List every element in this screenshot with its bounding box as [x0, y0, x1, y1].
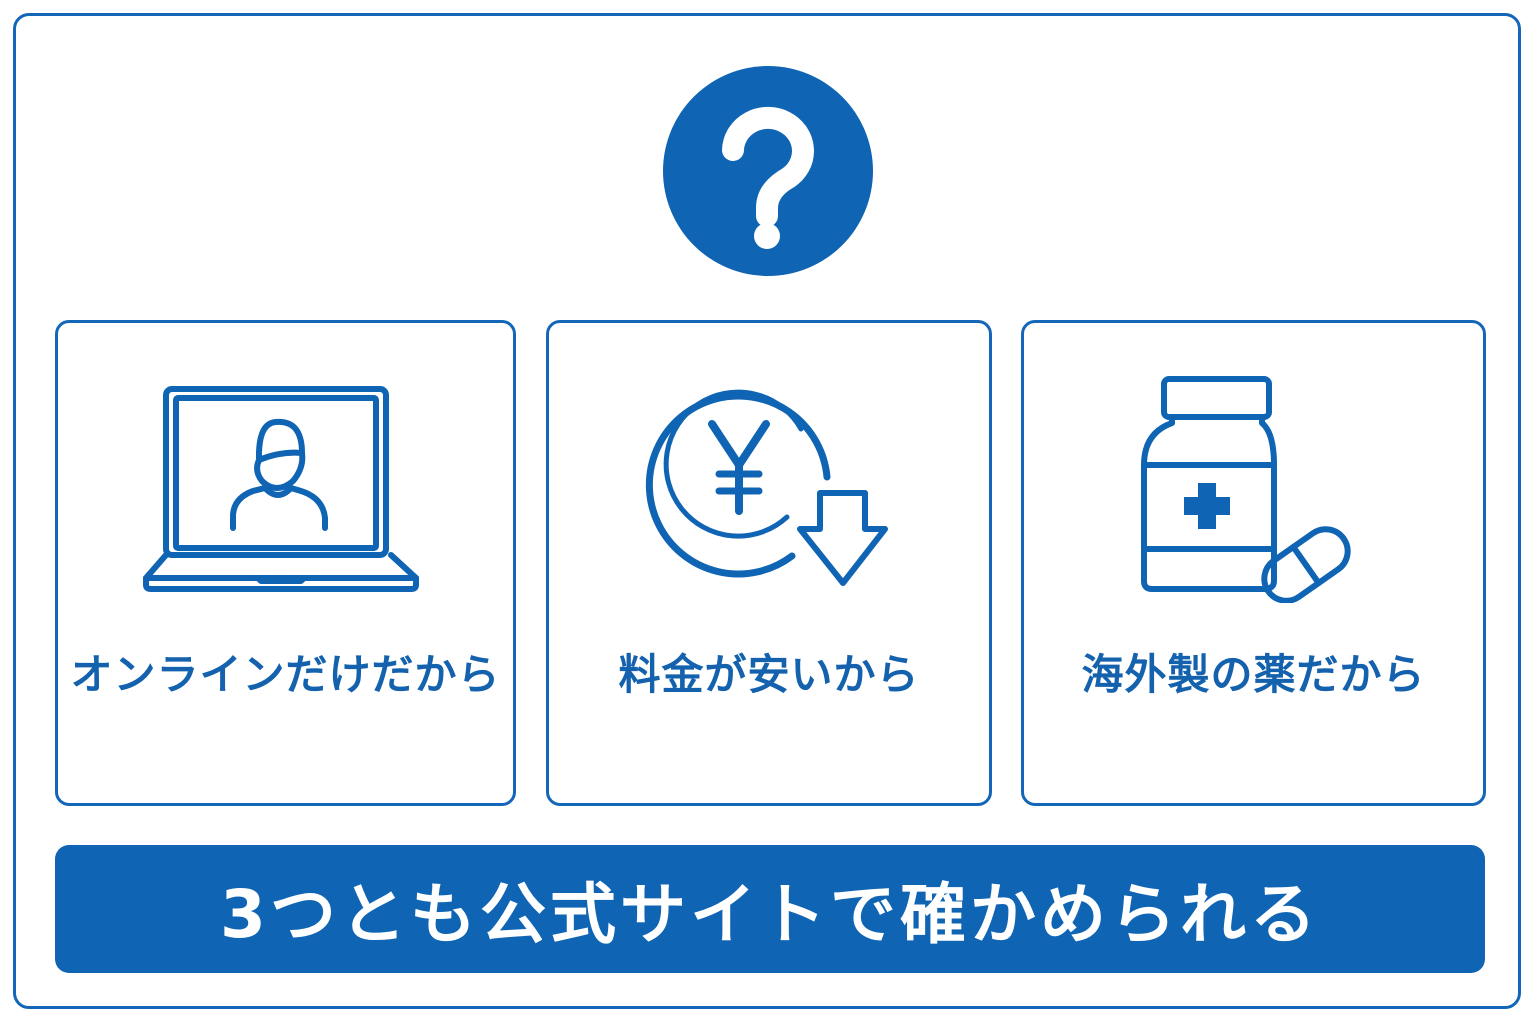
question-badge — [663, 66, 873, 276]
reason-card-online: オンラインだけだから — [55, 320, 516, 806]
card-label-online: オンラインだけだから — [70, 650, 501, 699]
question-mark-icon — [722, 106, 814, 249]
reason-card-price: 料金が安いから — [546, 320, 992, 806]
reason-card-foreign-medicine: 海外製の薬だから — [1021, 320, 1486, 806]
conclusion-banner: 3つとも公式サイトで確かめられる — [55, 845, 1485, 973]
card-label-price: 料金が安いから — [618, 650, 920, 699]
card-label-foreign-medicine: 海外製の薬だから — [1081, 650, 1426, 699]
medicine-bottle-capsule-icon — [1140, 376, 1351, 603]
yen-price-down-icon — [645, 389, 888, 586]
conclusion-banner-text: 3つとも公式サイトで確かめられる — [220, 876, 1320, 953]
laptop-person-icon — [142, 386, 419, 592]
